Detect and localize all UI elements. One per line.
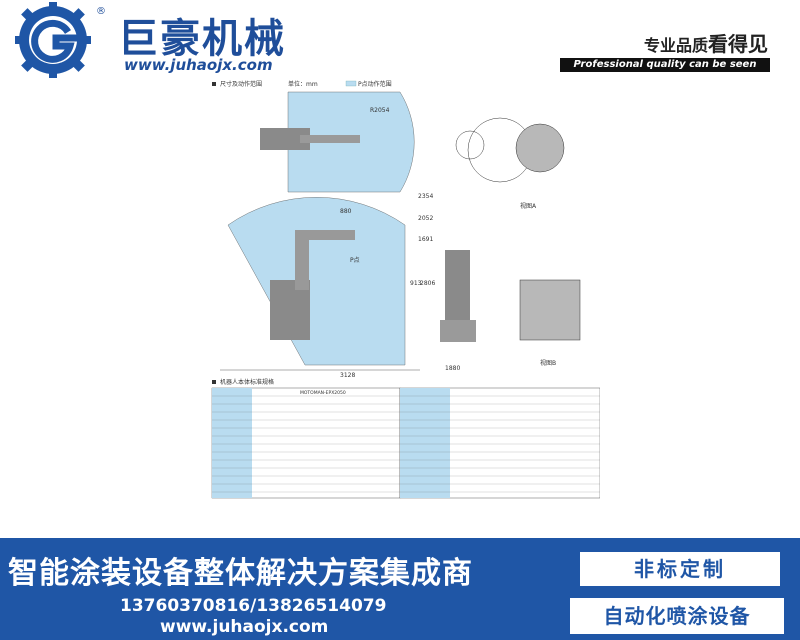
spec-table: MOTOMAN-EPX2050: [211, 387, 601, 499]
dim-913: 913: [410, 280, 422, 287]
dim-880: 880: [340, 208, 352, 215]
view-b-base: [519, 279, 581, 341]
footer-banner: [0, 538, 562, 640]
section2-marker: [212, 380, 216, 384]
dim-r2054: R2054: [370, 107, 390, 114]
spec-model: MOTOMAN-EPX2050: [300, 390, 346, 396]
section2-title: 机器人本体标准规格: [220, 378, 274, 386]
spec-drawing: 尺寸及动作范围 单位：mm P点动作范围 R2054 视图A 880 3128 …: [211, 80, 601, 499]
brand-logo-icon: [15, 2, 91, 78]
automation-badge: 自动化喷涂设备: [570, 598, 784, 634]
side-range-area: [227, 197, 406, 366]
section1-title: 尺寸及动作范围: [220, 80, 262, 88]
dim-647: 1880: [445, 365, 460, 372]
registered-mark: ®: [96, 6, 106, 17]
dim-3128: 3128: [340, 372, 355, 379]
view-a-label: 视图A: [520, 202, 537, 210]
footer-phones[interactable]: 13760370816/13826514079: [120, 596, 387, 616]
range-legend-swatch: [345, 80, 357, 87]
dim-2052: 2052: [418, 215, 433, 222]
slogan-emphasis: 看得见: [708, 32, 768, 56]
p-point-label: P点: [350, 256, 360, 264]
custom-badge: 非标定制: [580, 552, 780, 586]
header-bar: ® 巨豪机械 www.juhaojx.com 专业品质看得见 Professio…: [0, 0, 800, 80]
brand-name: 巨豪机械: [118, 16, 286, 62]
section1-marker: [212, 82, 216, 86]
robot-top-view: [260, 128, 310, 150]
brand-url[interactable]: www.juhaojx.com: [124, 56, 273, 74]
dim-1691: 1691: [418, 236, 433, 243]
p-range-label: P点动作范围: [358, 80, 392, 88]
spec-document: 尺寸及动作范围 单位：mm P点动作范围 R2054 视图A 880 3128 …: [200, 80, 601, 535]
view-b-label: 视图B: [540, 359, 556, 367]
dim-2806: 2806: [420, 280, 435, 287]
slogan-english: Professional quality can be seen: [560, 58, 770, 72]
dim-2354: 2354: [418, 193, 433, 200]
footer-url[interactable]: www.juhaojx.com: [160, 617, 329, 637]
unit-label: 单位：mm: [288, 80, 318, 88]
footer-title: 智能涂装设备整体解决方案集成商: [8, 556, 473, 591]
slogan: 专业品质看得见: [644, 28, 768, 57]
slogan-prefix: 专业品质: [643, 36, 708, 55]
